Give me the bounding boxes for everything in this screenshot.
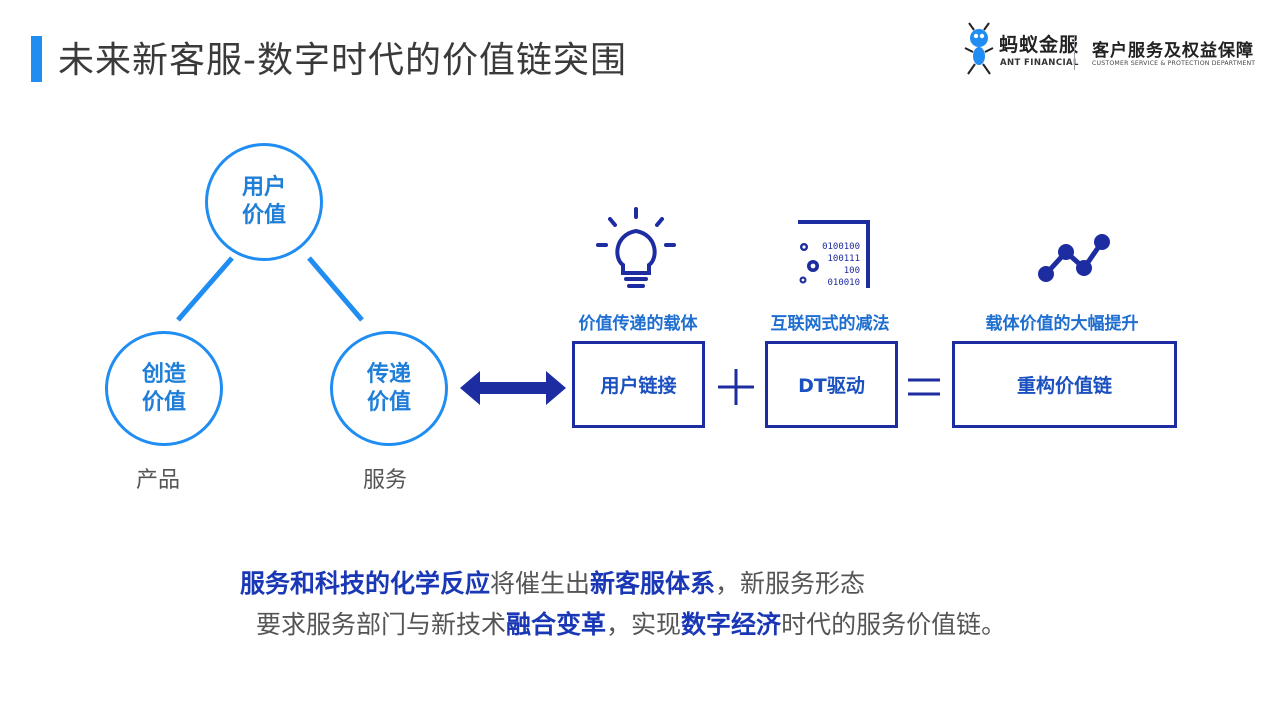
logo-dept-cn: 客户服务及权益保障: [1092, 41, 1254, 61]
caption-value-boost: 载体价值的大幅提升: [985, 314, 1139, 334]
bottom-line1-bold1: 服务和科技的化学反应: [240, 569, 491, 598]
binary-line-3: 100: [843, 266, 860, 276]
bottom-line-1: 服务和科技的化学反应将催生出新客服体系，新服务形态: [240, 564, 865, 600]
logo-brand-en: ANT FINANCIAL: [1000, 58, 1079, 68]
user-value-label: 用户 价值: [241, 175, 286, 228]
bottom-line2-bold2: 数字经济: [681, 610, 782, 639]
connector-right-line: [307, 256, 364, 322]
page-title: 未来新客服-数字时代的价值链突围: [58, 40, 627, 81]
caption-subtraction: 互联网式的减法: [770, 314, 890, 334]
user-value-circle: 用户 价值: [205, 143, 323, 261]
dt-driven-label: DT驱动: [798, 375, 865, 397]
bottom-line2-text2: ，实现: [606, 610, 682, 639]
dt-driven-box: DT驱动: [765, 341, 898, 428]
logo-brand-cn: 蚂蚁金服: [999, 34, 1080, 56]
rebuild-value-chain-box: 重构价值链: [952, 341, 1177, 428]
deliver-value-label: 传递 价值: [366, 361, 411, 415]
bottom-line2-text1: 要求服务部门与新技术: [256, 610, 507, 639]
equals-icon: [908, 378, 940, 396]
title-accent-bar: [31, 36, 42, 82]
line-chart-icon: [1038, 234, 1110, 282]
binary-line-1: 0100100: [822, 242, 860, 252]
product-label: 产品: [136, 468, 181, 493]
ant-financial-logo: 蚂蚁金服 ANT FINANCIAL 客户服务及权益保障 CUSTOMER SE…: [960, 22, 1265, 77]
create-value-label: 创造 价值: [141, 361, 186, 415]
binary-line-2: 100111: [827, 254, 860, 264]
bottom-line-2: 要求服务部门与新技术融合变革，实现数字经济时代的服务价值链。: [256, 605, 1006, 641]
service-label: 服务: [363, 468, 408, 493]
bottom-line1-bold2: 新客服体系: [590, 569, 716, 598]
double-arrow-icon: [460, 371, 566, 405]
user-link-label: 用户链接: [600, 375, 677, 397]
ant-mascot-icon: [964, 22, 994, 75]
bottom-line2-text3: 时代的服务价值链。: [781, 610, 1007, 639]
connector-left-line: [176, 256, 234, 322]
plus-icon: [718, 369, 754, 405]
lightbulb-icon: [596, 207, 676, 288]
binary-line-4: 010010: [827, 278, 860, 288]
bottom-line1-text2: ，新服务形态: [715, 569, 866, 598]
create-value-circle: 创造 价值: [105, 331, 223, 446]
rebuild-value-chain-label: 重构价值链: [1016, 375, 1112, 397]
bottom-line1-text1: 将催生出: [490, 569, 591, 598]
binary-gear-icon: 0100100 100111 100 010010: [794, 220, 872, 290]
deliver-value-circle: 传递 价值: [330, 331, 448, 446]
user-link-box: 用户链接: [572, 341, 705, 428]
logo-divider: [1074, 36, 1075, 70]
logo-dept-en: CUSTOMER SERVICE & PROTECTION DEPARTMENT: [1092, 60, 1256, 67]
caption-carrier: 价值传递的载体: [578, 314, 698, 334]
bottom-line2-bold1: 融合变革: [506, 610, 607, 639]
